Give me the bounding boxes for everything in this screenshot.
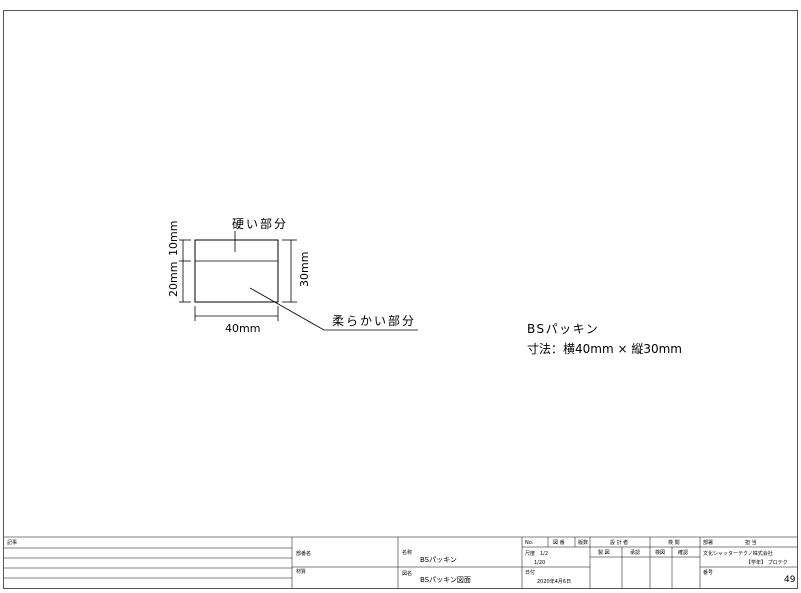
tb-name-value: BSパッキン	[420, 556, 457, 564]
label-soft-part: 柔らかい部分	[332, 313, 416, 328]
leader-soft-part	[249, 287, 325, 331]
tb-company: 文化シャッターテクノ株式会社	[703, 550, 773, 557]
tb-no-label: No.	[525, 540, 534, 546]
tb-rev-label: 版数	[578, 539, 588, 546]
tb-draw-label: 製 図	[598, 549, 610, 556]
tb-date-label: 日付	[525, 569, 535, 576]
tb-verify-label: 確認	[678, 549, 688, 556]
dim-hard-height: 10mm	[167, 221, 180, 256]
tb-material-label: 材質	[296, 568, 306, 575]
tb-sheet-label: 図 番	[553, 539, 565, 546]
tb-approve-label: 承認	[630, 549, 640, 556]
tb-number-value: 49	[784, 575, 796, 585]
tb-drawing-name-label: 図名	[402, 570, 412, 577]
part-drawing: 硬い部分 柔らかい部分 10mm 20mm 30mm 40mm	[167, 216, 418, 335]
dim-total-height: 30mm	[298, 252, 311, 287]
tb-dept-label: 部署	[703, 539, 713, 546]
tb-name-label: 名称	[402, 549, 412, 556]
note-product: BSパッキン	[527, 322, 599, 336]
tb-check-label: 検 閲	[668, 539, 680, 546]
label-hard-part: 硬い部分	[232, 216, 288, 231]
tb-staff-label: 担 当	[745, 539, 757, 546]
tb-drawing-name-value: BSパッキン図面	[420, 576, 471, 584]
tb-part-no-label: 部番名	[296, 550, 311, 557]
tb-scale-value-2: 1/20	[534, 560, 545, 566]
dim-soft-height: 20mm	[167, 262, 180, 297]
sheet-border	[3, 10, 798, 589]
tb-company-sub: 【学年】 プロテク	[746, 559, 788, 566]
tb-scale-value: 1/2	[540, 551, 548, 557]
dim-width: 40mm	[225, 322, 260, 335]
tb-design-label: 設 計 者	[610, 539, 628, 546]
tb-date-value: 2020年4月6日	[537, 578, 571, 585]
tb-number-label: 番号	[703, 569, 713, 576]
tb-scale-label: 尺度	[525, 550, 535, 557]
part-outline	[194, 239, 279, 303]
tb-record-label: 記事	[7, 539, 17, 546]
title-block	[4, 536, 797, 588]
tb-inspect-label: 検図	[655, 549, 665, 556]
note-dimensions: 寸法：横40mm × 縦30mm	[527, 342, 682, 356]
